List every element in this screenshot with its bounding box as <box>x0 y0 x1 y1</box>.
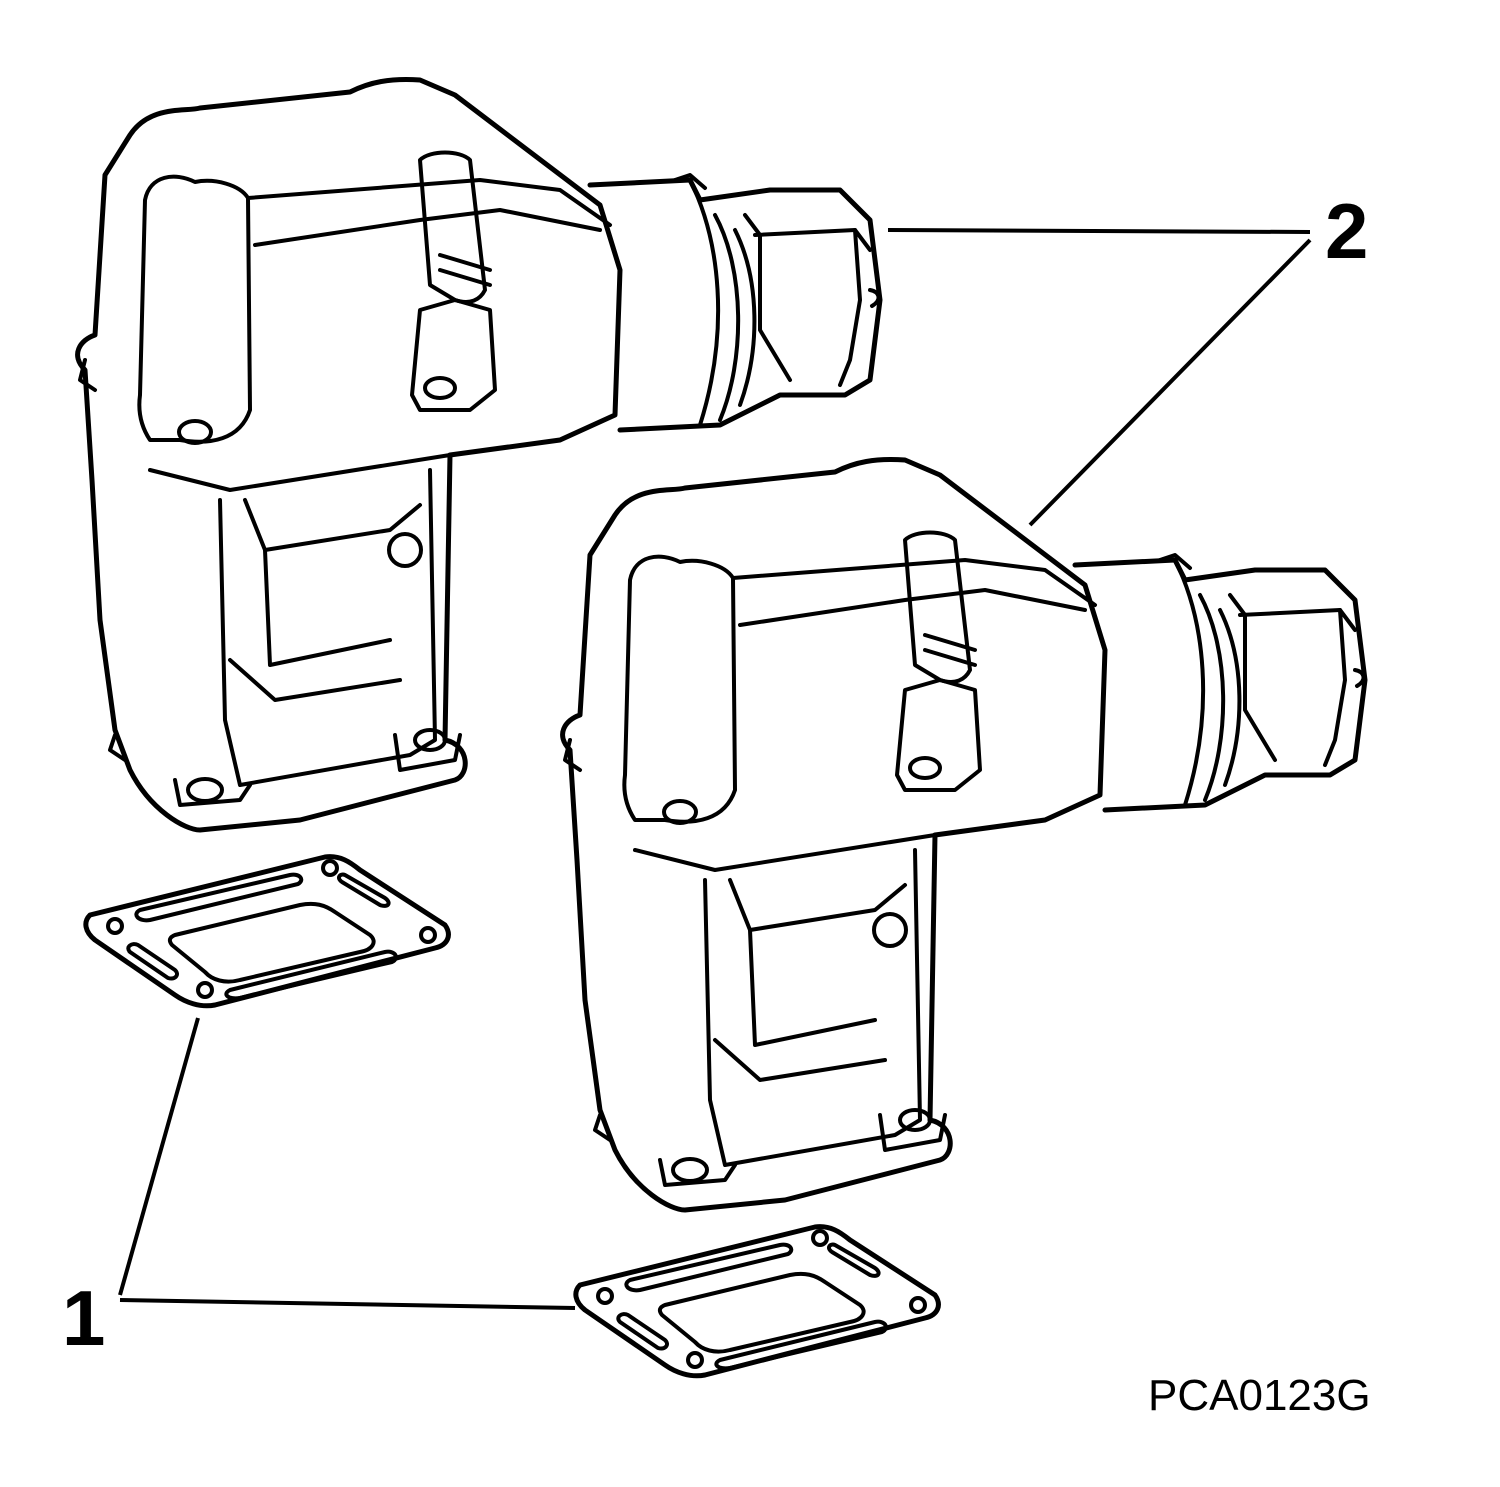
leader-line-2a <box>887 228 1311 234</box>
exhaust-manifold-lower <box>563 460 1365 1211</box>
leader-line-1a <box>118 1017 200 1296</box>
figure-id: PCA0123G <box>1148 1371 1371 1420</box>
leader-line-2b <box>1028 238 1312 527</box>
callout-manifold: 2 <box>1325 187 1368 275</box>
leader-line-1b <box>119 1298 576 1310</box>
gasket-left <box>86 857 449 1006</box>
gasket-right <box>576 1227 939 1376</box>
exhaust-manifold-upper <box>78 80 880 831</box>
callout-gasket: 1 <box>62 1274 105 1362</box>
